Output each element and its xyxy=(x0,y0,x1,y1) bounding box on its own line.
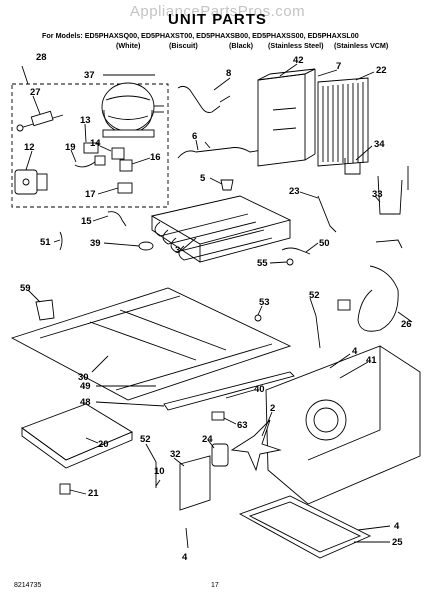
callout-20: 20 xyxy=(98,439,109,450)
drain-pan-25-drawing xyxy=(238,495,372,559)
callout-12: 12 xyxy=(24,142,35,153)
page-title: UNIT PARTS xyxy=(168,11,267,28)
callout-8: 8 xyxy=(226,68,231,79)
callout-53: 53 xyxy=(259,297,270,308)
callout-50: 50 xyxy=(319,238,330,249)
callout-30: 30 xyxy=(78,372,89,383)
callout-19: 19 xyxy=(65,142,76,153)
rod-23-drawing xyxy=(317,195,337,233)
machine-compartment-drawing xyxy=(265,345,421,505)
part-63-drawing xyxy=(211,411,225,421)
screw-4-drawing xyxy=(185,527,189,549)
harness-26-drawing xyxy=(357,265,399,332)
callout-27: 27 xyxy=(30,87,41,98)
overload-12-drawing xyxy=(14,169,48,195)
callout-4-top: 4 xyxy=(352,346,358,357)
callout-7: 7 xyxy=(336,61,341,72)
screw-53-drawing xyxy=(254,314,262,322)
bracket-34-drawing xyxy=(344,158,361,175)
clip-5-drawing xyxy=(220,179,234,191)
callout-3: 3 xyxy=(175,245,180,256)
callout-23: 23 xyxy=(289,186,300,197)
tube-51-drawing xyxy=(59,231,63,251)
callout-48: 48 xyxy=(80,397,91,408)
callout-22: 22 xyxy=(376,65,387,76)
finish-black: (Black) xyxy=(229,41,253,50)
callout-52-top: 52 xyxy=(309,290,320,301)
callout-51: 51 xyxy=(40,237,51,248)
cover-42-drawing xyxy=(257,68,316,167)
callout-33: 33 xyxy=(372,189,383,200)
wire-19-drawing xyxy=(74,161,96,168)
tube-8-drawing xyxy=(177,85,221,113)
callout-28: 28 xyxy=(36,52,47,63)
rail-40-drawing xyxy=(163,371,295,411)
screw-55-drawing xyxy=(286,258,294,266)
start-device-drawing xyxy=(16,110,64,132)
callout-37: 37 xyxy=(84,70,95,81)
callout-4-right: 4 xyxy=(394,521,400,532)
finish-white: (White) xyxy=(116,41,141,50)
finish-stainless-steel: (Stainless Steel) xyxy=(268,41,324,50)
callout-15: 15 xyxy=(81,216,92,227)
part-50-drawing xyxy=(281,247,311,255)
screw-52-drawing xyxy=(315,315,321,349)
callout-10: 10 xyxy=(154,466,165,477)
callout-5: 5 xyxy=(200,173,206,184)
callout-14: 14 xyxy=(90,138,101,149)
finish-biscuit: (Biscuit) xyxy=(169,41,198,50)
fan-motor-24-drawing xyxy=(211,443,229,467)
tube-6-drawing xyxy=(177,147,263,159)
finish-stainless-vcm: (Stainless VCM) xyxy=(334,41,389,50)
callout-13: 13 xyxy=(80,115,91,126)
base-frame-30-drawing xyxy=(10,287,292,401)
callout-55: 55 xyxy=(257,258,268,269)
callout-39: 39 xyxy=(90,238,101,249)
compressor-kit-box xyxy=(11,83,169,208)
callout-59: 59 xyxy=(20,283,31,294)
bracket-59-drawing xyxy=(35,299,55,321)
evaporator-3-drawing xyxy=(150,195,292,263)
models-numbers: ED5PHAXSQ00, ED5PHAXST00, ED5PHAXSB00, E… xyxy=(84,31,359,40)
grommet-39-drawing xyxy=(138,241,154,251)
model-list: For Models: ED5PHAXSQ00, ED5PHAXST00, ED… xyxy=(42,31,359,40)
foot-21-drawing xyxy=(59,483,71,495)
callout-52-bottom: 52 xyxy=(140,434,151,445)
callout-41: 41 xyxy=(366,355,377,366)
callout-34: 34 xyxy=(374,139,385,150)
callout-4-bottom: 4 xyxy=(182,552,188,563)
callout-24: 24 xyxy=(202,434,213,445)
callout-40: 40 xyxy=(254,384,265,395)
bracket-15-drawing xyxy=(107,211,127,227)
callout-6: 6 xyxy=(192,131,197,142)
panel-20-drawing xyxy=(21,403,133,469)
callout-2: 2 xyxy=(270,403,275,414)
callout-17: 17 xyxy=(85,189,96,200)
relay-13-drawing xyxy=(83,142,99,154)
callout-16: 16 xyxy=(150,152,161,163)
condenser-22-drawing xyxy=(317,77,369,167)
bracket-33-drawing xyxy=(377,175,403,215)
watermark: AppliancePartsPros.com xyxy=(129,3,306,20)
callout-63: 63 xyxy=(237,420,248,431)
callout-26: 26 xyxy=(401,319,412,330)
callout-21: 21 xyxy=(88,488,99,499)
capacitor-14-drawing xyxy=(111,147,125,160)
page-number: 17 xyxy=(211,582,219,589)
callout-32: 32 xyxy=(170,449,181,460)
relay-16-drawing xyxy=(119,159,133,172)
cover-17-drawing xyxy=(117,182,133,194)
callout-49: 49 xyxy=(80,381,91,392)
document-number: 8214735 xyxy=(14,582,42,589)
fan-blade-2-drawing xyxy=(230,419,282,472)
models-prefix: For Models: xyxy=(42,31,83,40)
bracket-32-drawing xyxy=(179,455,211,511)
callout-42: 42 xyxy=(293,55,304,66)
compressor-drawing xyxy=(101,82,164,138)
callout-25: 25 xyxy=(392,537,403,548)
